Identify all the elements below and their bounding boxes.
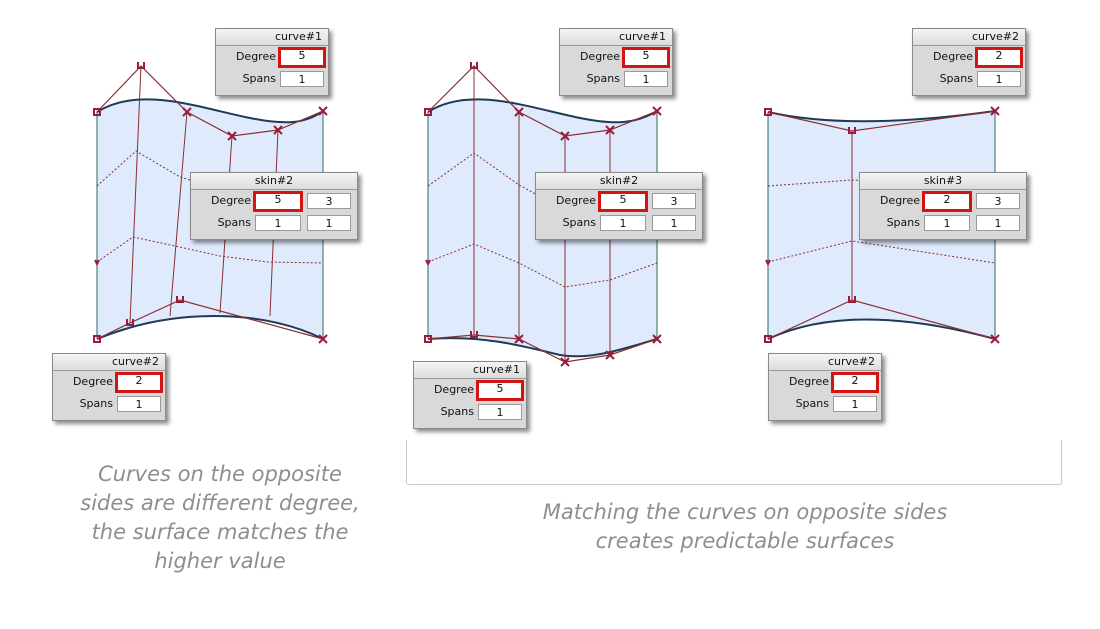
- curve2-attributes-panel: curve#2 Degree 2 Spans 1: [52, 353, 166, 421]
- degree-u-field[interactable]: 2: [922, 191, 972, 212]
- surface-2-top-hull: [427, 65, 658, 137]
- panel-title: skin#2: [536, 173, 702, 190]
- spans-field[interactable]: 1: [833, 396, 877, 412]
- degree-field[interactable]: 5: [622, 47, 670, 68]
- surface-1-top-hull: [96, 65, 324, 137]
- panel-title: curve#1: [414, 362, 526, 379]
- panel-title: skin#3: [860, 173, 1026, 190]
- spans-label: Spans: [886, 216, 920, 229]
- degree-label: Degree: [72, 375, 113, 388]
- degree-u-field[interactable]: 5: [598, 191, 648, 212]
- degree-v-field[interactable]: 3: [976, 193, 1020, 209]
- surface-2-bottom-edge: [427, 337, 658, 358]
- degree-field[interactable]: 2: [115, 372, 163, 393]
- degree-field[interactable]: 5: [278, 47, 326, 68]
- spans-label: Spans: [79, 397, 113, 410]
- curve1-bottom-attributes-panel: curve#1 Degree 5 Spans 1: [413, 361, 527, 429]
- spans-label: Spans: [217, 216, 251, 229]
- degree-field[interactable]: 2: [831, 372, 879, 393]
- panel-title: curve#1: [216, 29, 328, 46]
- caption-left: Curves on the opposite sides are differe…: [40, 460, 400, 576]
- skin2-matched-attributes-panel: skin#2 Degree 5 3 Spans 1 1: [535, 172, 703, 240]
- panel-title: curve#2: [53, 354, 165, 371]
- matched-surfaces-bracket: [406, 440, 1062, 485]
- degree-label: Degree: [879, 194, 920, 207]
- spans-label: Spans: [586, 72, 620, 85]
- spans-v-field[interactable]: 1: [652, 215, 696, 231]
- caption-right: Matching the curves on opposite sides cr…: [470, 498, 1020, 556]
- degree-label: Degree: [788, 375, 829, 388]
- spans-v-field[interactable]: 1: [976, 215, 1020, 231]
- caption-left-line: the surface matches the: [91, 520, 349, 544]
- caption-right-line: Matching the curves on opposite sides: [542, 500, 948, 524]
- caption-left-line: sides are different degree,: [80, 491, 360, 515]
- degree-label: Degree: [433, 383, 474, 396]
- spans-label: Spans: [939, 72, 973, 85]
- degree-label: Degree: [579, 50, 620, 63]
- spans-u-field[interactable]: 1: [924, 215, 970, 231]
- caption-left-line: higher value: [154, 549, 286, 573]
- degree-u-field[interactable]: 5: [253, 191, 303, 212]
- skin2-attributes-panel: skin#2 Degree 5 3 Spans 1 1: [190, 172, 358, 240]
- degree-label: Degree: [932, 50, 973, 63]
- surface-3-cvs: [764, 106, 1000, 344]
- skin3-attributes-panel: skin#3 Degree 2 3 Spans 1 1: [859, 172, 1027, 240]
- surface-3-dotted-hull: [767, 179, 996, 264]
- degree-label: Degree: [235, 50, 276, 63]
- spans-field[interactable]: 1: [977, 71, 1021, 87]
- surface-1-bottom-hull: [96, 299, 324, 340]
- degree-label: Degree: [210, 194, 251, 207]
- spans-label: Spans: [562, 216, 596, 229]
- curve1-attributes-panel: curve#1 Degree 5 Spans 1: [215, 28, 329, 96]
- caption-left-line: Curves on the opposite: [98, 462, 342, 486]
- degree-v-field[interactable]: 3: [652, 193, 696, 209]
- spans-field[interactable]: 1: [624, 71, 668, 87]
- surface-3-bottom-hull: [767, 299, 996, 340]
- spans-label: Spans: [795, 397, 829, 410]
- spans-label: Spans: [242, 72, 276, 85]
- spans-u-field[interactable]: 1: [600, 215, 646, 231]
- curve1-top-attributes-panel: curve#1 Degree 5 Spans 1: [559, 28, 673, 96]
- spans-label: Spans: [440, 405, 474, 418]
- degree-v-field[interactable]: 3: [307, 193, 351, 209]
- surface-2-bottom-hull: [427, 334, 658, 363]
- degree-field[interactable]: 5: [476, 380, 524, 401]
- panel-title: curve#2: [913, 29, 1025, 46]
- panel-title: curve#1: [560, 29, 672, 46]
- surface-3-top-hull: [767, 110, 996, 132]
- panel-title: skin#2: [191, 173, 357, 190]
- surface-1-bottom-edge: [96, 315, 324, 340]
- surface-2-cvs: [424, 62, 662, 367]
- spans-v-field[interactable]: 1: [307, 215, 351, 231]
- curve2-bottom-attributes-panel: curve#2 Degree 2 Spans 1: [768, 353, 882, 421]
- degree-label: Degree: [555, 194, 596, 207]
- spans-u-field[interactable]: 1: [255, 215, 301, 231]
- caption-right-line: creates predictable surfaces: [595, 529, 895, 553]
- spans-field[interactable]: 1: [117, 396, 161, 412]
- curve2-top-attributes-panel: curve#2 Degree 2 Spans 1: [912, 28, 1026, 96]
- surface-3-bottom-edge: [767, 318, 996, 340]
- surface-1-cvs: [93, 62, 328, 344]
- panel-title: curve#2: [769, 354, 881, 371]
- degree-field[interactable]: 2: [975, 47, 1023, 68]
- spans-field[interactable]: 1: [478, 404, 522, 420]
- spans-field[interactable]: 1: [280, 71, 324, 87]
